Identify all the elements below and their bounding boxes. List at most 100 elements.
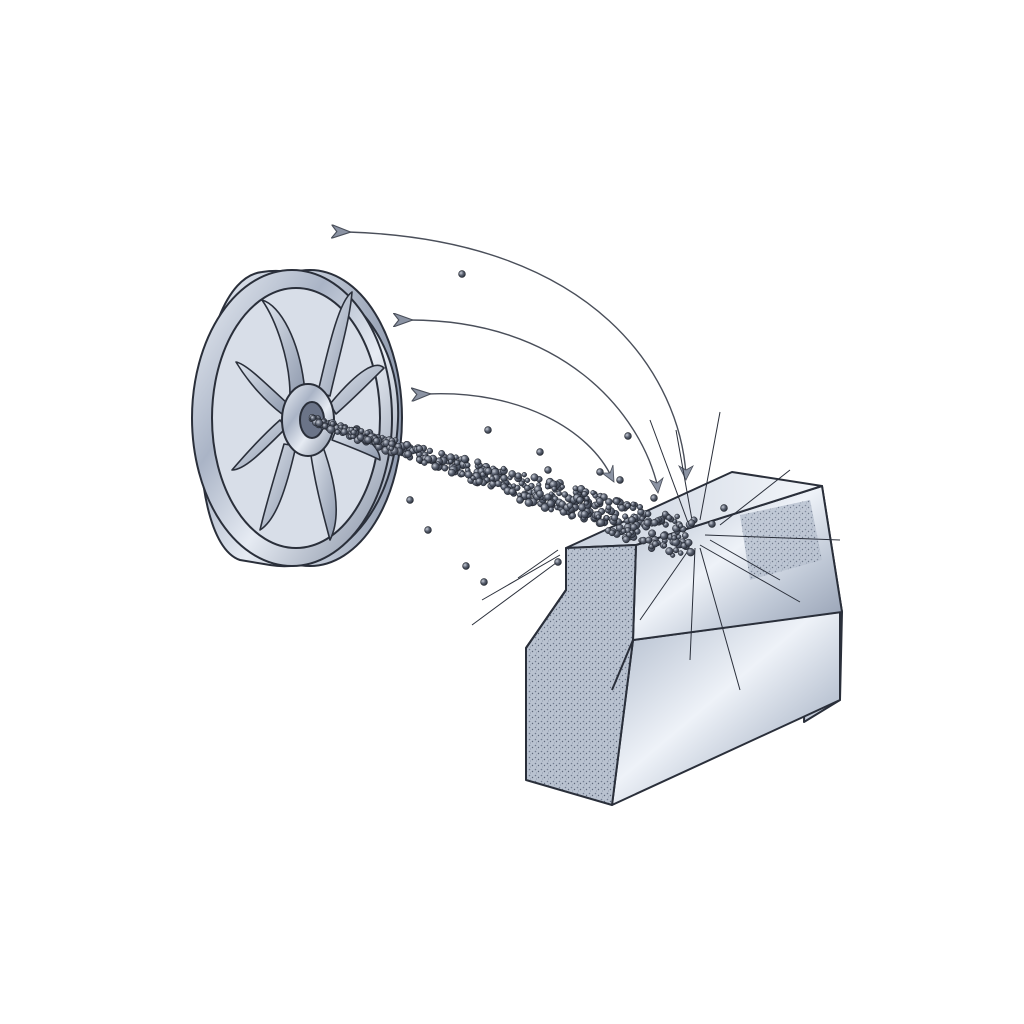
shot-particle	[659, 531, 668, 540]
workpiece	[525, 471, 843, 806]
shot-particle	[546, 499, 555, 508]
shot-particle	[581, 490, 588, 498]
shot-particle	[559, 484, 565, 490]
loose-shot-particle	[406, 496, 414, 504]
shot-particle	[652, 540, 659, 548]
shot-particle	[639, 515, 645, 522]
wheel-blade	[329, 364, 385, 415]
shot-particle	[678, 523, 684, 529]
shot-particle	[310, 415, 317, 422]
shot-particle	[484, 467, 493, 475]
impact-arrowhead-middle	[648, 476, 664, 494]
shot-particle	[388, 445, 394, 452]
shot-particle	[544, 493, 552, 501]
shot-particle	[536, 489, 544, 498]
shot-particle	[665, 514, 673, 521]
loose-shot-particle	[484, 426, 492, 434]
loose-shot-particle	[720, 504, 728, 512]
rebound-arrow-inner	[428, 394, 613, 479]
wheel-blade	[261, 299, 306, 396]
impact-arrowhead-outer	[678, 464, 694, 481]
workpiece-bevel	[525, 589, 634, 691]
shot-particle	[453, 459, 461, 466]
wheel-blades	[231, 291, 385, 541]
shot-particle	[415, 445, 424, 453]
shot-particle	[508, 487, 516, 496]
wheel-blade	[309, 443, 337, 541]
shot-particle	[321, 422, 329, 430]
shot-particle	[415, 456, 423, 464]
wheel-blade	[259, 443, 297, 531]
shot-particle	[421, 459, 428, 466]
rebound-arrow-middle	[410, 320, 659, 489]
shot-particle	[340, 428, 348, 436]
spark-line	[517, 549, 559, 579]
shot-particle	[524, 498, 533, 507]
spark-line	[481, 554, 561, 601]
shot-particle	[610, 514, 619, 522]
loose-shot-particle	[462, 562, 470, 570]
shot-particle	[681, 532, 689, 539]
shot-particle	[590, 490, 596, 496]
loose-shot-particle	[500, 474, 508, 482]
shot-particle	[626, 531, 632, 538]
shot-particle	[511, 483, 517, 489]
impact-sparks	[471, 411, 841, 691]
shot-particle	[521, 472, 527, 478]
shot-particle	[548, 506, 554, 513]
shot-particle	[326, 425, 336, 434]
spark-line	[699, 547, 741, 691]
shot-particle	[514, 472, 522, 480]
shot-particle	[613, 497, 621, 505]
shot-particle	[625, 502, 631, 509]
loose-shot-particle	[516, 496, 524, 504]
shot-particle	[596, 518, 606, 527]
shot-particle	[630, 501, 636, 507]
shot-particle	[474, 458, 482, 466]
spark-line	[675, 429, 693, 521]
loose-shot-particle	[480, 578, 488, 586]
loose-shot-particle	[554, 558, 562, 566]
wheel-blade	[231, 419, 287, 471]
blast-wheel	[191, 269, 403, 568]
shot-particle	[620, 528, 627, 534]
shot-particle	[441, 464, 449, 472]
shot-particle	[673, 547, 679, 554]
shot-particle	[551, 485, 557, 492]
spark-line	[649, 419, 691, 529]
shot-particle	[524, 477, 531, 483]
shot-particle	[604, 515, 610, 521]
shot-particle	[671, 535, 677, 541]
shot-particle	[583, 500, 589, 506]
shot-particle	[448, 458, 454, 464]
shot-particle	[526, 493, 532, 500]
shot-particle	[329, 421, 336, 427]
shot-particle	[334, 429, 341, 435]
spark-line	[699, 544, 801, 603]
shot-particle	[403, 441, 411, 449]
rebound-arrow-outer	[348, 232, 687, 476]
shot-particle	[508, 470, 516, 478]
shot-particle	[426, 447, 434, 455]
shot-particle	[636, 504, 644, 511]
workpiece-blasted-patch	[740, 500, 822, 580]
spark-line	[719, 469, 791, 526]
shot-particle	[566, 502, 574, 509]
shot-particle	[356, 433, 365, 442]
loose-shot-particle	[650, 494, 658, 502]
shot-particle	[644, 510, 652, 518]
shot-stream	[308, 413, 698, 558]
wheel-blade	[235, 361, 289, 415]
shot-particle	[438, 450, 446, 457]
shot-particle	[475, 477, 483, 486]
shot-particle	[556, 490, 562, 497]
loose-shot-particle	[424, 526, 432, 534]
loose-shots	[406, 270, 728, 586]
shot-particle	[622, 535, 630, 544]
shot-particle	[622, 513, 629, 520]
shot-particle	[470, 475, 476, 481]
shot-particle	[530, 473, 539, 482]
shot-particle	[364, 429, 371, 436]
loose-shot-particle	[458, 270, 466, 278]
